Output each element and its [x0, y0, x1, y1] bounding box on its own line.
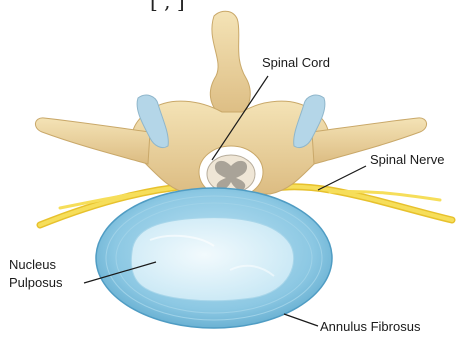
- label-nucleus-line2: Pulposus: [9, 275, 63, 290]
- label-spinal-cord: Spinal Cord: [262, 55, 330, 70]
- intervertebral-disc: [96, 188, 332, 328]
- nucleus-pulposus: [131, 218, 293, 301]
- label-nucleus-line1: Nucleus: [9, 257, 56, 272]
- leader-annulus: [284, 314, 318, 326]
- top-fragment-text: [ , ]: [150, 0, 185, 13]
- label-spinal-nerve: Spinal Nerve: [370, 152, 444, 167]
- leader-spinal-nerve: [318, 166, 366, 190]
- label-annulus-fibrosus: Annulus Fibrosus: [320, 319, 421, 334]
